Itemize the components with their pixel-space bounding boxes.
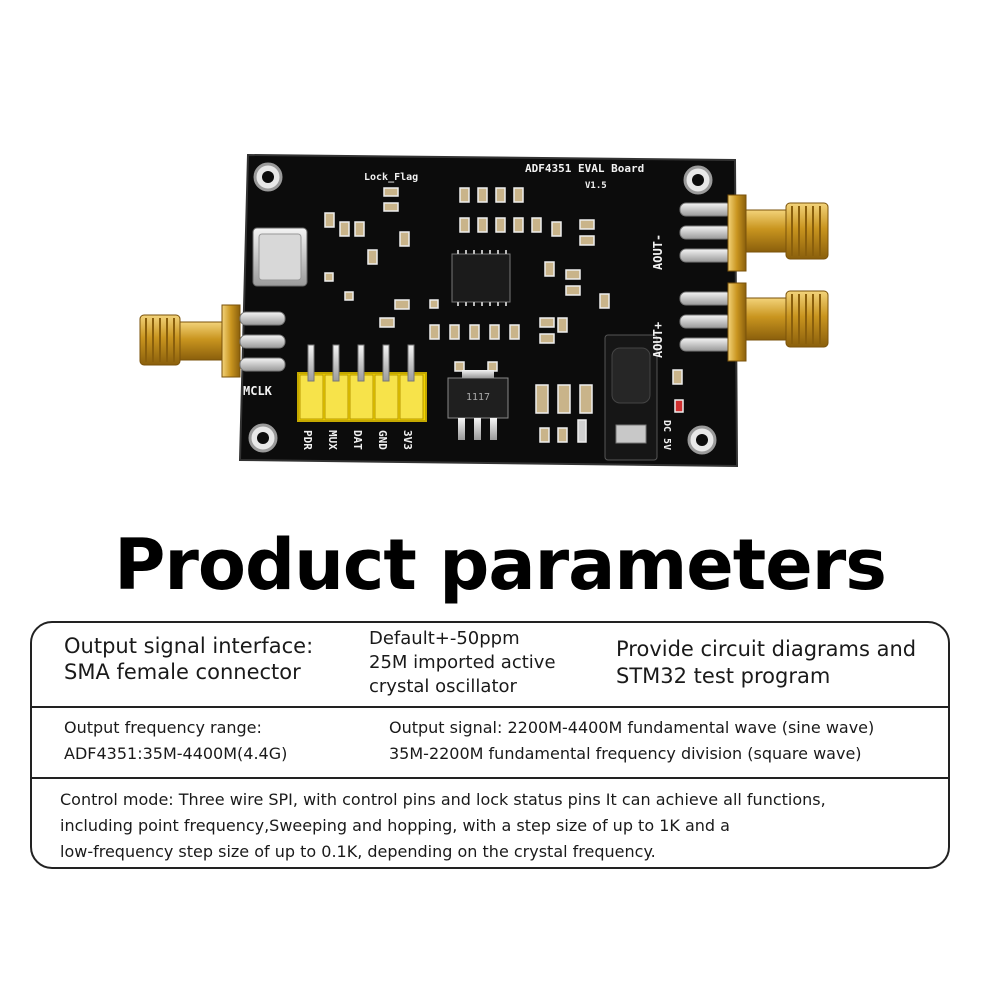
spec-line: ADF4351:35M-4400M(4.4G): [64, 744, 288, 763]
smd-components: [324, 187, 684, 443]
silk-aout-plus: AOUT+: [651, 322, 665, 358]
silk-pin-4: GND: [376, 430, 389, 450]
spec-line: Default+-50ppm: [369, 628, 520, 649]
spec-control-mode: Control mode: Three wire SPI, with contr…: [60, 787, 826, 865]
spec-line: 25M imported active: [369, 652, 556, 673]
spec-line: STM32 test program: [616, 664, 831, 688]
spec-line: Output frequency range:: [64, 718, 262, 737]
silk-aout-minus: AOUT-: [651, 234, 665, 270]
page-title: Product parameters: [114, 524, 887, 606]
crystal-oscillator: [252, 227, 308, 287]
spec-line: low-frequency step size of up to 0.1K, d…: [60, 842, 656, 861]
spec-table: Output signal interface: SMA female conn…: [30, 621, 950, 869]
silk-lock-flag: Lock_Flag: [364, 172, 418, 183]
spec-extras: Provide circuit diagrams and STM32 test …: [616, 636, 916, 690]
spec-crystal-oscillator: Default+-50ppm 25M imported active cryst…: [369, 627, 556, 699]
silk-pin-5: 3V3: [401, 430, 414, 450]
spec-line: SMA female connector: [64, 660, 301, 684]
spec-line: crystal oscillator: [369, 676, 517, 697]
silk-pin-1: PDR: [301, 430, 314, 450]
spec-line: Control mode: Three wire SPI, with contr…: [60, 790, 826, 809]
silk-board-title: ADF4351 EVAL Board: [525, 162, 644, 175]
silk-version: V1.5: [585, 181, 607, 191]
sma-connector-mclk: [139, 304, 286, 378]
silk-pin-3: DAT: [351, 430, 364, 450]
sma-connector-aout-minus: [679, 194, 829, 272]
spec-line: Provide circuit diagrams and: [616, 637, 917, 661]
spec-line: including point frequency,Sweeping and h…: [60, 816, 730, 835]
spec-line: 35M-2200M fundamental frequency division…: [389, 744, 862, 763]
pin-header: [297, 344, 427, 422]
row-divider: [32, 777, 948, 779]
silk-pin-2: MUX: [326, 430, 339, 450]
sma-connector-aout-plus: [679, 282, 829, 362]
mounting-holes: [248, 162, 717, 455]
product-photo: 1117 ADF4351 EVAL Board V1.: [139, 153, 829, 468]
spec-frequency-range: Output frequency range: ADF4351:35M-4400…: [64, 715, 287, 767]
spec-line: Output signal interface:: [64, 634, 314, 658]
row-divider: [32, 706, 948, 708]
spec-output-interface: Output signal interface: SMA female conn…: [64, 633, 313, 685]
spec-output-signal: Output signal: 2200M-4400M fundamental w…: [389, 715, 874, 767]
silk-dc: DC 5V: [661, 420, 672, 450]
regulator-label: 1117: [466, 392, 490, 403]
pll-chip: [451, 250, 511, 306]
dc-power-jack: [604, 334, 658, 461]
voltage-regulator: 1117: [447, 370, 509, 440]
spec-line: Output signal: 2200M-4400M fundamental w…: [389, 718, 875, 737]
silk-mclk: MCLK: [243, 384, 273, 398]
